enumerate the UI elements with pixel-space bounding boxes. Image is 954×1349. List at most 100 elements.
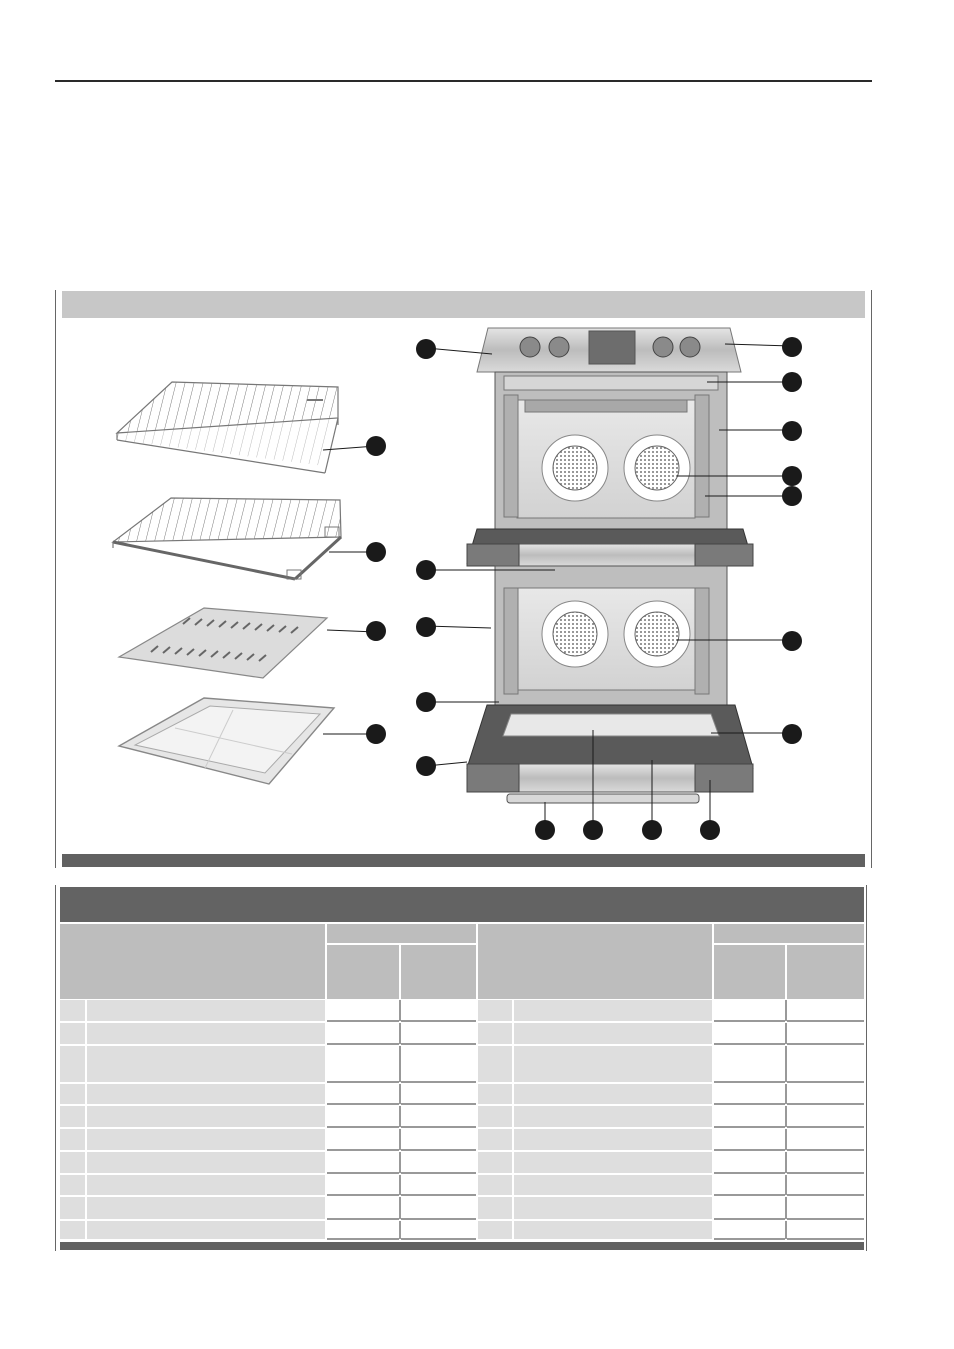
callout-marker: [366, 436, 386, 456]
table-cell: [327, 1023, 399, 1044]
table-cell: [87, 1084, 325, 1104]
table-cell: [327, 1084, 399, 1104]
table-cell: [787, 1221, 864, 1239]
table-cell: [327, 1106, 399, 1127]
table-row: [60, 1046, 864, 1083]
broil-pan: [117, 607, 329, 679]
table-cell: [478, 1023, 512, 1044]
callout-marker: [782, 466, 802, 486]
figure-right-border: [871, 290, 872, 868]
table-cell: [87, 1023, 325, 1044]
callouts: [366, 337, 802, 840]
table-row: [60, 1152, 864, 1174]
table-cell: [327, 1046, 399, 1082]
table-cell: [514, 1023, 712, 1044]
table-cell: [514, 1152, 712, 1173]
table-cell: [87, 1197, 325, 1219]
table-cell: [787, 1129, 864, 1150]
callout-marker: [782, 372, 802, 392]
callout-marker: [366, 542, 386, 562]
table-cell: [514, 1197, 712, 1219]
table-cell: [60, 1106, 85, 1127]
table-cell: [787, 1000, 864, 1021]
callout-marker: [416, 756, 436, 776]
table-cell: [401, 1221, 476, 1239]
table-cell: [714, 1221, 785, 1239]
figure-footer-bar: [62, 854, 865, 867]
table-cell: [401, 1129, 476, 1150]
callout-marker: [782, 486, 802, 506]
table-cell: [514, 1000, 712, 1021]
figure-left-border: [55, 290, 56, 868]
table-cell: [714, 1175, 785, 1195]
display-screen: [588, 330, 636, 365]
table-cell: [714, 1046, 785, 1082]
figure-header-bar: [62, 291, 865, 318]
callout-marker: [416, 339, 436, 359]
table-cell: [60, 1084, 85, 1104]
table-cell: [478, 1000, 512, 1021]
table-cell: [87, 1106, 325, 1127]
table-cell: [87, 1000, 325, 1021]
figure-panel: [55, 290, 872, 868]
upper-oven: [494, 371, 728, 530]
table-row: [60, 1023, 864, 1045]
callout-marker: [416, 560, 436, 580]
parts-table: [60, 924, 864, 1240]
table-cell: [401, 1023, 476, 1044]
table-cell: [478, 1197, 512, 1219]
table-cell: [401, 1106, 476, 1127]
table-row: [60, 1197, 864, 1220]
lower-oven-door: [466, 704, 754, 804]
table-cell: [401, 1152, 476, 1173]
table-cell: [478, 1129, 512, 1150]
table-right-border: [866, 885, 867, 1251]
table-cell: [401, 1000, 476, 1021]
callout-marker: [535, 820, 555, 840]
table-cell: [401, 1084, 476, 1104]
lower-door-handle: [506, 793, 700, 804]
table-cell: [514, 1175, 712, 1195]
callout-marker: [782, 421, 802, 441]
table-cell: [714, 1023, 785, 1044]
table-row: [60, 1129, 864, 1151]
table-row: [60, 1106, 864, 1128]
table-cell: [478, 1221, 512, 1239]
callout-marker: [642, 820, 662, 840]
table-cell: [401, 1175, 476, 1195]
table-cell: [514, 1106, 712, 1127]
table-cell: [514, 1129, 712, 1150]
table-row: [60, 1175, 864, 1196]
table-cell: [327, 1129, 399, 1150]
table-cell: [60, 1221, 85, 1239]
table-cell: [60, 1129, 85, 1150]
table-body: [60, 1000, 864, 1240]
table-cell: [514, 1046, 712, 1082]
parts-table-panel: [55, 885, 872, 1251]
table-cell: [87, 1175, 325, 1195]
table-cell: [714, 1152, 785, 1173]
table-cell: [787, 1197, 864, 1219]
table-cell: [478, 1152, 512, 1173]
table-row: [60, 1084, 864, 1105]
table-cell: [478, 1046, 512, 1082]
header-rule: [55, 80, 872, 82]
table-cell: [787, 1046, 864, 1082]
callout-marker: [366, 724, 386, 744]
table-cell: [87, 1221, 325, 1239]
knob-2: [548, 336, 570, 358]
table-cell: [478, 1084, 512, 1104]
table-cell: [327, 1175, 399, 1195]
knob-1: [519, 336, 541, 358]
table-cell: [87, 1129, 325, 1150]
baking-tray: [117, 697, 336, 785]
telescopic-rack: [111, 497, 343, 581]
table-cell: [478, 1106, 512, 1127]
table-header: [60, 924, 864, 999]
table-cell: [514, 1084, 712, 1104]
table-cell: [478, 1175, 512, 1195]
callout-marker: [782, 724, 802, 744]
table-row: [60, 1221, 864, 1240]
table-cell: [60, 1175, 85, 1195]
callout-marker: [700, 820, 720, 840]
